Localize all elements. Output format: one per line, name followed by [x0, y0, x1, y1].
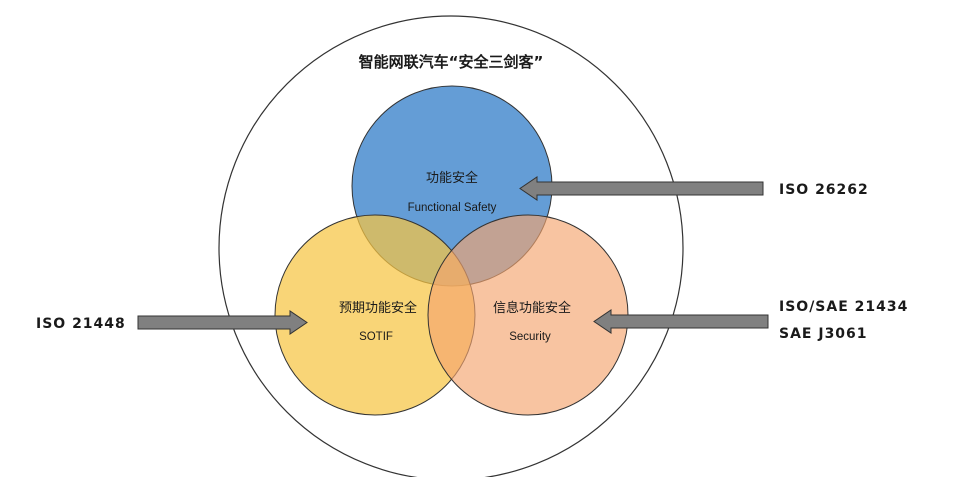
arrow-sotif	[137, 310, 308, 335]
functional-safety-label-cn: 功能安全	[426, 170, 478, 186]
functional-safety-label-en: Functional Safety	[408, 202, 497, 214]
sotif-label-en: SOTIF	[359, 331, 393, 343]
arrow-functional-safety	[519, 176, 764, 201]
security-label-cn: 信息功能安全	[493, 300, 571, 316]
outer-circle	[218, 15, 684, 477]
security-label-en: Security	[509, 331, 551, 343]
standard-iso-sae-21434: ISO/SAE 21434	[779, 299, 908, 315]
sotif-label-cn: 预期功能安全	[339, 300, 417, 316]
diagram-title: 智能网联汽车“安全三剑客”	[359, 53, 544, 71]
arrow-security	[593, 309, 769, 334]
standard-sae-j3061: SAE J3061	[779, 326, 868, 342]
standard-iso-26262: ISO 26262	[779, 182, 869, 198]
standard-iso-21448: ISO 21448	[36, 316, 126, 332]
